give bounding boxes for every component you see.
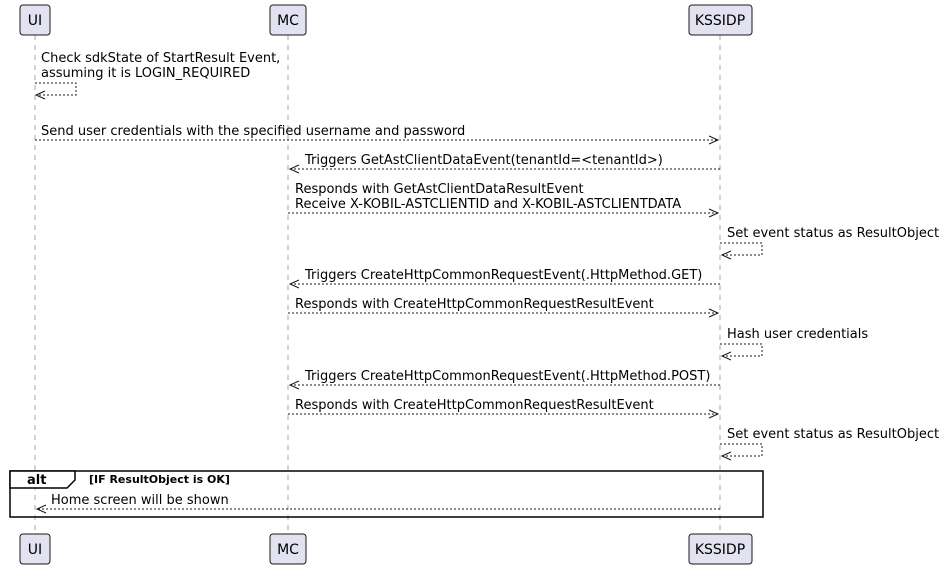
participant-mc-label: MC [277,13,299,29]
message-text: Responds with CreateHttpCommonRequestRes… [295,398,654,413]
message-responds-http-2: Responds with CreateHttpCommonRequestRes… [288,398,720,419]
alt-guard: [IF ResultObject is OK] [89,473,230,486]
participant-ui-label: UI [28,13,42,29]
message-text: Triggers CreateHttpCommonRequestEvent(.H… [304,369,710,384]
message-text: Responds with GetAstClientDataResultEven… [295,182,584,197]
participant-kssidp-bottom: KSSIDP [688,533,753,565]
participant-mc-label-bottom: MC [277,542,299,558]
message-text: Triggers CreateHttpCommonRequestEvent(.H… [304,268,702,283]
message-text: Home screen will be shown [51,493,229,508]
participant-mc-top: MC [269,4,307,36]
message-text: Send user credentials with the specified… [41,124,465,139]
alt-frame-tab [9,470,76,489]
alt-frame: alt [IF ResultObject is OK] [9,470,764,518]
message-responds-http-1: Responds with CreateHttpCommonRequestRes… [288,297,720,318]
message-set-event-status-1: Set event status as ResultObject [720,226,939,260]
message-text: Set event status as ResultObject [727,226,939,241]
message-hash-credentials: Hash user credentials [720,327,868,361]
message-triggers-http-post: Triggers CreateHttpCommonRequestEvent(.H… [288,369,720,390]
message-text: Triggers GetAstClientDataEvent(tenantId=… [304,153,663,168]
message-text: Receive X-KOBIL-ASTCLIENTID and X-KOBIL-… [295,197,681,212]
message-text: Hash user credentials [727,327,868,342]
message-set-event-status-2: Set event status as ResultObject [720,427,939,461]
message-send-credentials: Send user credentials with the specified… [35,124,720,145]
participant-kssidp-top: KSSIDP [688,4,753,36]
message-text: Check sdkState of StartResult Event, [41,51,280,66]
participant-kssidp-label-bottom: KSSIDP [695,542,745,558]
message-home-screen: Home screen will be shown [35,493,720,514]
message-check-sdk-state: Check sdkState of StartResult Event, ass… [34,51,280,100]
message-text: Responds with CreateHttpCommonRequestRes… [295,297,654,312]
participant-ui-label-bottom: UI [28,542,42,558]
participant-ui-top: UI [19,4,51,36]
message-triggers-http-get: Triggers CreateHttpCommonRequestEvent(.H… [288,268,720,289]
participant-mc-bottom: MC [269,533,307,565]
message-responds-getastclientdata: Responds with GetAstClientDataResultEven… [288,182,720,218]
message-triggers-getastclientdata: Triggers GetAstClientDataEvent(tenantId=… [288,153,720,174]
message-text: assuming it is LOGIN_REQUIRED [41,66,250,81]
message-text: Set event status as ResultObject [727,427,939,442]
participant-ui-bottom: UI [19,533,51,565]
participant-kssidp-label: KSSIDP [695,13,745,29]
alt-operator: alt [27,473,46,488]
